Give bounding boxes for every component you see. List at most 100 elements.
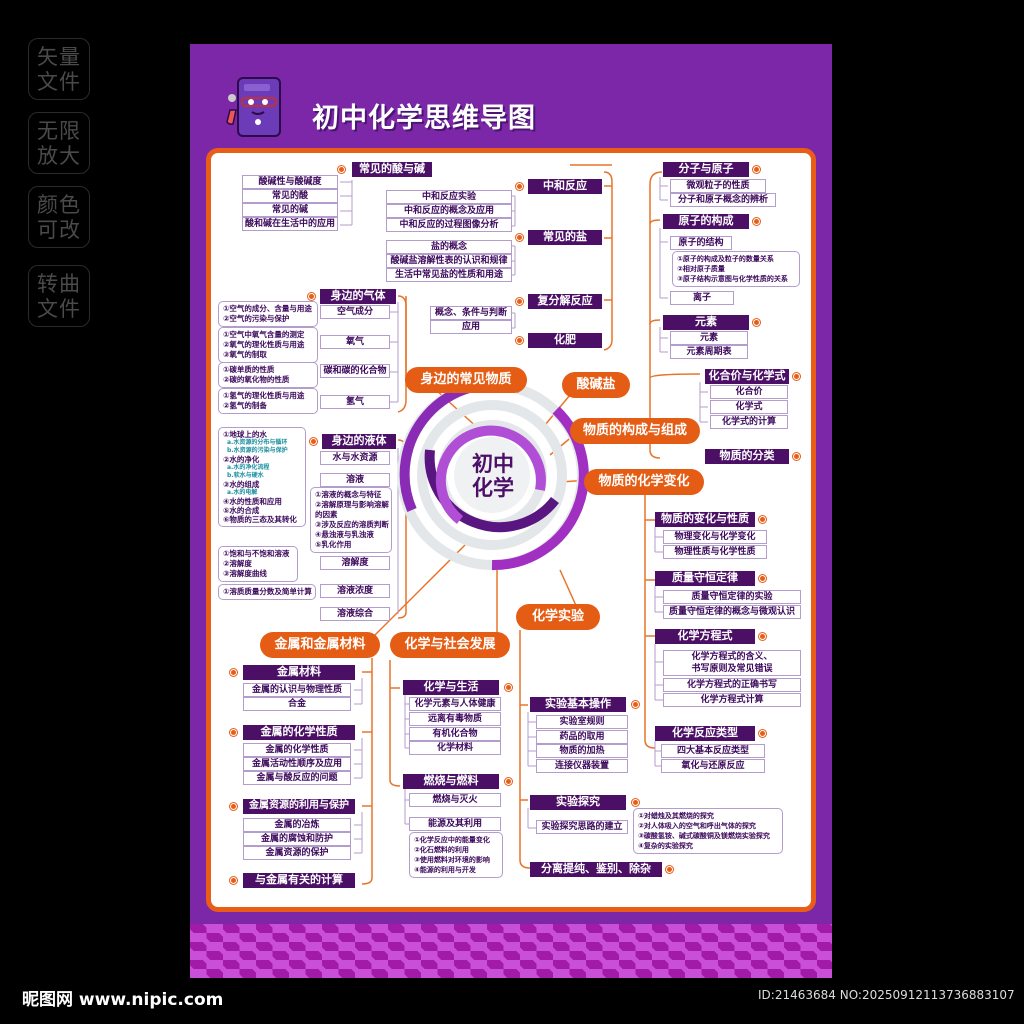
leaf[interactable]: 应用 bbox=[430, 320, 512, 334]
node-metal-chem-properties[interactable]: 金属的化学性质 bbox=[243, 725, 355, 740]
note-line: ②碳的氧化物的性质 bbox=[223, 375, 290, 384]
node-liquids[interactable]: 身边的液体 bbox=[322, 434, 396, 449]
leaf[interactable]: 中和反应的过程图像分析 bbox=[386, 218, 512, 232]
leaf[interactable]: 氧化与还原反应 bbox=[661, 759, 765, 773]
note-line: ①空气中氧气含量的测定 bbox=[223, 330, 305, 339]
node-chemical-equation[interactable]: 化学方程式 bbox=[655, 629, 755, 644]
node-metal-materials[interactable]: 金属材料 bbox=[243, 665, 355, 680]
branch-acid-base-salt[interactable]: 酸碱盐 bbox=[562, 372, 630, 398]
leaf[interactable]: 连接仪器装置 bbox=[536, 759, 628, 773]
node-mass-conservation[interactable]: 质量守恒定律 bbox=[655, 571, 755, 586]
leaf[interactable]: 化学方程式计算 bbox=[663, 693, 801, 707]
leaf[interactable]: 中和反应实验 bbox=[386, 190, 512, 204]
number-badge bbox=[632, 799, 639, 806]
leaf[interactable]: 碳和碳的化合物 bbox=[320, 364, 390, 378]
leaf[interactable]: 溶液浓度 bbox=[320, 584, 390, 598]
leaf[interactable]: 酸和碱在生活中的应用 bbox=[242, 217, 338, 231]
leaf[interactable]: 质量守恒定律的实验 bbox=[663, 590, 801, 604]
leaf[interactable]: 物质的加热 bbox=[536, 744, 628, 758]
branch-experiment[interactable]: 化学实验 bbox=[516, 604, 600, 630]
leaf[interactable]: 燃烧与灭火 bbox=[409, 793, 501, 807]
node-double-decomposition[interactable]: 复分解反应 bbox=[528, 294, 602, 309]
node-classification[interactable]: 物质的分类 bbox=[705, 449, 789, 464]
leaf[interactable]: 微观粒子的性质 bbox=[670, 179, 766, 193]
branch-metals[interactable]: 金属和金属材料 bbox=[260, 632, 380, 658]
branch-everyday-substances[interactable]: 身边的常见物质 bbox=[405, 367, 527, 393]
leaf[interactable]: 金属的化学性质 bbox=[243, 743, 351, 757]
leaf[interactable]: 溶液 bbox=[320, 473, 390, 487]
leaf[interactable]: 金属的冶炼 bbox=[243, 818, 351, 832]
branch-composition[interactable]: 物质的构成与组成 bbox=[570, 418, 700, 444]
leaf[interactable]: 元素 bbox=[670, 331, 748, 345]
node-combustion[interactable]: 燃烧与燃料 bbox=[403, 774, 499, 789]
leaf[interactable]: 合金 bbox=[243, 697, 351, 711]
leaf[interactable]: 离子 bbox=[670, 291, 734, 305]
page-title: 初中化学思维导图 bbox=[312, 103, 536, 134]
node-fertilizer[interactable]: 化肥 bbox=[528, 333, 602, 348]
leaf[interactable]: 物理变化与化学变化 bbox=[663, 530, 767, 544]
node-valence-formula[interactable]: 化合价与化学式 bbox=[705, 369, 789, 384]
node-basic-operations[interactable]: 实验基本操作 bbox=[530, 697, 626, 712]
leaf[interactable]: 金属与酸反应的问题 bbox=[243, 771, 351, 785]
leaf[interactable]: 概念、条件与判断 bbox=[430, 306, 512, 320]
leaf[interactable]: 化学方程式的含义、书写原则及常见错误 bbox=[663, 650, 801, 676]
leaf[interactable]: 化学方程式的正确书写 bbox=[663, 678, 801, 692]
note-line: ③使用燃料对环境的影响 bbox=[414, 856, 490, 864]
node-metal-calculation[interactable]: 与金属有关的计算 bbox=[243, 873, 355, 888]
number-badge bbox=[338, 166, 345, 173]
leaf[interactable]: 空气成分 bbox=[320, 305, 390, 319]
node-change-properties[interactable]: 物质的变化与性质 bbox=[655, 512, 755, 527]
leaf[interactable]: 溶液综合 bbox=[320, 607, 390, 621]
leaf[interactable]: 氢气 bbox=[320, 395, 390, 409]
node-inquiry[interactable]: 实验探究 bbox=[530, 795, 626, 810]
leaf[interactable]: 酸碱盐溶解性表的认识和规律 bbox=[386, 254, 512, 268]
leaf[interactable]: 生活中常见盐的性质和用途 bbox=[386, 268, 512, 282]
node-separation[interactable]: 分离提纯、鉴别、除杂 bbox=[530, 862, 662, 877]
node-elements[interactable]: 元素 bbox=[663, 315, 749, 330]
leaf[interactable]: 水与水资源 bbox=[320, 451, 390, 465]
leaf[interactable]: 元素周期表 bbox=[670, 345, 748, 359]
leaf[interactable]: 四大基本反应类型 bbox=[661, 744, 765, 758]
checker-pattern bbox=[190, 924, 832, 978]
node-reaction-types[interactable]: 化学反应类型 bbox=[655, 726, 755, 741]
leaf[interactable]: 远离有毒物质 bbox=[409, 712, 501, 726]
branch-society[interactable]: 化学与社会发展 bbox=[390, 632, 510, 658]
number-badge bbox=[230, 669, 237, 676]
node-common-salts[interactable]: 常见的盐 bbox=[528, 230, 602, 245]
leaf[interactable]: 能源及其利用 bbox=[409, 817, 501, 831]
leaf[interactable]: 实验探究思路的建立 bbox=[536, 820, 628, 834]
leaf[interactable]: 盐的概念 bbox=[386, 240, 512, 254]
leaf[interactable]: 有机化合物 bbox=[409, 727, 501, 741]
leaf[interactable]: 常见的酸 bbox=[242, 189, 338, 203]
leaf[interactable]: 常见的碱 bbox=[242, 203, 338, 217]
leaf[interactable]: 金属的认识与物理性质 bbox=[243, 683, 351, 697]
leaf[interactable]: 化学式的计算 bbox=[710, 415, 788, 429]
leaf[interactable]: 质量守恒定律的概念与微观认识 bbox=[663, 605, 801, 619]
leaf[interactable]: 中和反应的概念及应用 bbox=[386, 204, 512, 218]
leaf[interactable]: 氧气 bbox=[320, 335, 390, 349]
leaf[interactable]: 酸碱性与酸碱度 bbox=[242, 175, 338, 189]
leaf[interactable]: 化学材料 bbox=[409, 741, 501, 755]
node-atomic-structure[interactable]: 原子的构成 bbox=[663, 214, 749, 229]
leaf[interactable]: 金属资源的保护 bbox=[243, 846, 351, 860]
leaf[interactable]: 实验室规则 bbox=[536, 715, 628, 729]
note-line: ②水的净化 bbox=[223, 455, 260, 464]
leaf[interactable]: 金属活动性顺序及应用 bbox=[243, 757, 351, 771]
node-metal-resources[interactable]: 金属资源的利用与保护 bbox=[243, 799, 355, 814]
leaf[interactable]: 金属的腐蚀和防护 bbox=[243, 832, 351, 846]
leaf[interactable]: 化学式 bbox=[710, 400, 788, 414]
leaf[interactable]: 物理性质与化学性质 bbox=[663, 545, 767, 559]
leaf[interactable]: 溶解度 bbox=[320, 556, 390, 570]
branch-chemical-change[interactable]: 物质的化学变化 bbox=[584, 469, 704, 495]
leaf[interactable]: 原子的结构 bbox=[670, 236, 732, 250]
node-molecules-atoms[interactable]: 分子与原子 bbox=[663, 162, 749, 177]
leaf[interactable]: 药品的取用 bbox=[536, 730, 628, 744]
node-gases[interactable]: 身边的气体 bbox=[320, 289, 396, 304]
node-chem-life[interactable]: 化学与生活 bbox=[403, 680, 499, 695]
leaf[interactable]: 化合价 bbox=[710, 385, 788, 399]
leaf[interactable]: 分子和原子概念的辨析 bbox=[670, 193, 776, 207]
leaf[interactable]: 化学元素与人体健康 bbox=[409, 697, 501, 711]
node-acid-base[interactable]: 常见的酸与碱 bbox=[352, 162, 432, 177]
node-neutralization[interactable]: 中和反应 bbox=[528, 179, 602, 194]
